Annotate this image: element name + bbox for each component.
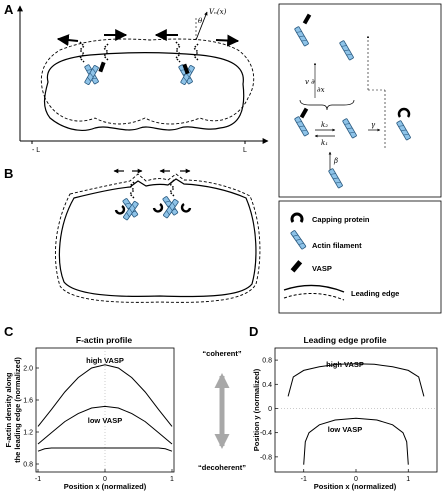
minus-L-label: - L bbox=[32, 147, 40, 154]
leading-edge-dashed-b bbox=[55, 173, 261, 303]
chart-d-ytick-label: 0.8 bbox=[262, 358, 272, 365]
chart-d-series-line-1 bbox=[303, 417, 409, 465]
legend-actin: Actin filament bbox=[312, 241, 362, 250]
chart-d-xlabel: Position x (normalized) bbox=[314, 482, 397, 491]
chart-d-series bbox=[287, 363, 425, 465]
panel-b-cell-diagram bbox=[55, 168, 261, 303]
chart-c-ytick-label: 1.6 bbox=[23, 398, 33, 405]
legend-leading-edge: Leading edge bbox=[351, 289, 399, 298]
chart-c-xtick-label: -1 bbox=[35, 476, 41, 483]
decoherent-label: “decoherent” bbox=[198, 463, 246, 472]
chart-d-xtick-label: 0 bbox=[354, 476, 358, 483]
chart-c-ytick-label: 1.2 bbox=[23, 430, 33, 437]
chart-c-ylabel: F-actin density along the leading edge (… bbox=[4, 357, 22, 463]
chart-c-xlabel: Position x (normalized) bbox=[64, 482, 147, 491]
chart-d-title: Leading edge profile bbox=[303, 335, 386, 345]
chart-c-ticks: 0.8 1.2 1.6 2.0 -1 0 1 bbox=[23, 366, 174, 484]
chart-d-ytick-label: 0.4 bbox=[262, 382, 272, 389]
legend-capping: Capping protein bbox=[312, 215, 370, 224]
advection-label: v ∂ bbox=[305, 78, 315, 86]
chart-d-annotation-high: high VASP bbox=[326, 360, 364, 369]
theta-label: θ bbox=[198, 17, 203, 25]
chart-d-ytick-label: -0.8 bbox=[260, 454, 272, 461]
chart-c-xtick-label: 1 bbox=[170, 476, 174, 483]
chart-c-ylabel-line2: the leading edge (normalized) bbox=[13, 357, 22, 463]
chart-c-ylabel-line1: F-actin density along bbox=[4, 372, 13, 447]
actin-filament-icon bbox=[290, 229, 307, 250]
chart-c-ytick-label: 2.0 bbox=[23, 366, 33, 373]
chart-d-ytick-label: 0 bbox=[268, 406, 272, 413]
panel-a-letter: A bbox=[4, 2, 14, 17]
leading-edge-dashed bbox=[40, 38, 255, 125]
chart-c-series-line-1 bbox=[37, 405, 173, 445]
panel-d-letter: D bbox=[249, 324, 258, 339]
k1-label: k₁ bbox=[321, 139, 328, 147]
chart-c-annotation-low: low VASP bbox=[88, 416, 122, 425]
brace bbox=[299, 99, 355, 111]
chart-c-series bbox=[37, 364, 173, 452]
chart-d-xtick-label: -1 bbox=[301, 476, 307, 483]
leading-edge-solid-b bbox=[58, 178, 257, 298]
legend-vasp: VASP bbox=[312, 264, 332, 273]
chart-c-title: F-actin profile bbox=[76, 335, 132, 345]
leading-edge-solid bbox=[43, 52, 245, 131]
panel-c-letter: C bbox=[4, 324, 14, 339]
beta-label: β bbox=[333, 157, 338, 165]
chart-c-series-line-0 bbox=[37, 364, 173, 427]
gamma-label: γ bbox=[371, 121, 376, 129]
chart-c-annotation-high: high VASP bbox=[86, 356, 124, 365]
velocity-label: Vₙ(x) bbox=[209, 8, 227, 16]
coherent-label: “coherent” bbox=[202, 349, 241, 358]
chart-c-series-line-2 bbox=[37, 447, 173, 452]
L-label: L bbox=[243, 147, 247, 154]
leading-edge-dashed-icon bbox=[283, 293, 345, 301]
chart-d-ylabel: Position y (normalized) bbox=[252, 368, 261, 451]
chart-d-annotation-low: low VASP bbox=[328, 425, 362, 434]
chart-c-ytick-label: 0.8 bbox=[23, 462, 33, 469]
chart-d-ticks: -0.8 -0.4 0 0.4 0.8 -1 0 1 bbox=[260, 358, 410, 483]
leading-edge-solid-icon bbox=[283, 284, 345, 293]
legend-box: Capping protein Actin filament VASP Lead… bbox=[278, 200, 442, 314]
capping-protein-icon bbox=[290, 212, 304, 223]
k2-label: k₂ bbox=[321, 121, 328, 129]
chart-d-xtick-label: 1 bbox=[406, 476, 410, 483]
panel-b-letter: B bbox=[4, 166, 13, 181]
chart-c-xtick-label: 0 bbox=[103, 476, 107, 483]
vasp-icon bbox=[290, 260, 303, 273]
advection-den-label: ∂x bbox=[317, 86, 325, 94]
kinetics-box: v ∂ ∂x k₂ k₁ γ β bbox=[278, 3, 442, 198]
coherence-arrow: “coherent” “decoherent” bbox=[198, 349, 246, 472]
chart-d-series-line-0 bbox=[287, 363, 425, 397]
chart-d-ytick-label: -0.4 bbox=[260, 430, 272, 437]
panel-a-cell-diagram: - L L θ Vₙ(x) bbox=[17, 5, 269, 154]
